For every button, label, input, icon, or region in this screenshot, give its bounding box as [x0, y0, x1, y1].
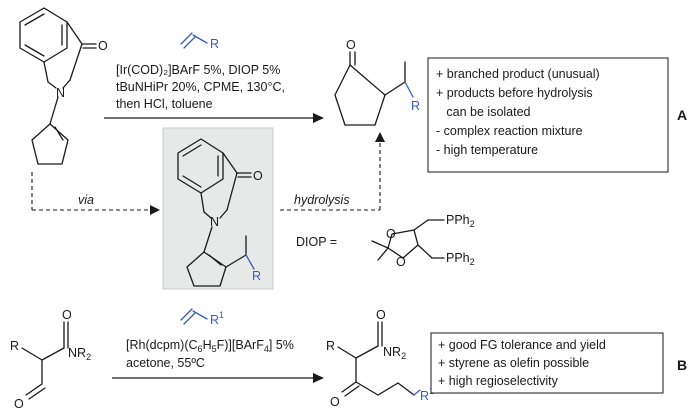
- starting-formyl-amide: [21, 321, 69, 400]
- b-product-nr2: NR2: [383, 345, 406, 361]
- note-a-3: can be isolated: [436, 105, 531, 119]
- olefin-r-a: R: [210, 37, 219, 51]
- via-arrow-head: [150, 205, 160, 215]
- diop-pph2-upper: PPh2: [446, 213, 475, 229]
- notes-box-a: [427, 57, 669, 173]
- intermediate-r-bond: [245, 254, 255, 270]
- reaction-arrow-a-head: [313, 113, 324, 123]
- diop-o-upper: O: [386, 227, 396, 241]
- b-start-o-amide: O: [62, 308, 72, 322]
- note-a-2: + products before hydrolysis: [436, 86, 593, 100]
- b-product-r1-bond: [413, 389, 421, 396]
- scheme-label-b: B: [677, 357, 687, 373]
- conditions-a-line2: tBuNHiPr 20%, CPME, 130°C,: [116, 80, 285, 94]
- note-b-1: + good FG tolerance and yield: [438, 338, 606, 352]
- diop-label: DIOP =: [296, 235, 337, 249]
- note-b-2: + styrene as olefin possible: [438, 356, 589, 370]
- conditions-b-line1: [Rh(dcpm)(C6H5F)][BArF4] 5%: [126, 338, 294, 354]
- olefin-reagent-a: [180, 32, 208, 49]
- intermediate-enamine: [177, 138, 252, 287]
- note-b-3: + high regioselectivity: [438, 374, 559, 388]
- via-label: via: [78, 193, 94, 207]
- hydrolysis-label: hydrolysis: [294, 193, 350, 207]
- product-a-r: R: [411, 99, 420, 113]
- note-a-4: - complex reaction mixture: [436, 124, 583, 138]
- diop-pph2-lower: PPh2: [446, 251, 475, 267]
- scheme-label-a: A: [677, 107, 687, 123]
- reaction-arrow-b-head: [313, 373, 324, 383]
- olefin-reagent-b: [180, 308, 208, 325]
- atom-o-carbonyl: O: [98, 39, 108, 53]
- notes-box-b: [430, 332, 664, 394]
- note-a-5: - high temperature: [436, 143, 538, 157]
- b-product-o-amide: O: [376, 308, 386, 322]
- b-product-r: R: [326, 339, 335, 353]
- diop-structure: [371, 219, 445, 261]
- starting-enamide: [19, 7, 97, 165]
- b-start-nr2: NR2: [68, 346, 91, 362]
- intermediate-r: R: [252, 269, 261, 283]
- diop-o-lower: O: [396, 255, 406, 269]
- product-a-r-bond: [404, 81, 414, 98]
- intermediate-n: N: [210, 215, 219, 229]
- b-product-o-ketone: O: [330, 395, 340, 409]
- olefin-r1-b: R1: [210, 310, 224, 327]
- intermediate-o: O: [253, 169, 263, 183]
- atom-n: N: [56, 86, 65, 100]
- b-start-r: R: [10, 339, 19, 353]
- product-a-o: O: [346, 38, 356, 52]
- product-ketoamide-b: [337, 321, 415, 397]
- hydrolysis-arrow-head: [375, 132, 385, 142]
- conditions-a-line1: [Ir(COD)₂]BArF 5%, DIOP 5%: [116, 63, 280, 77]
- b-start-o-aldehyde: O: [14, 397, 24, 411]
- note-a-1: + branched product (unusual): [436, 67, 600, 81]
- conditions-b-line2: acetone, 55ºC: [126, 356, 205, 370]
- product-ketone-a: [334, 51, 406, 126]
- conditions-a-line3: then HCl, toluene: [116, 97, 213, 111]
